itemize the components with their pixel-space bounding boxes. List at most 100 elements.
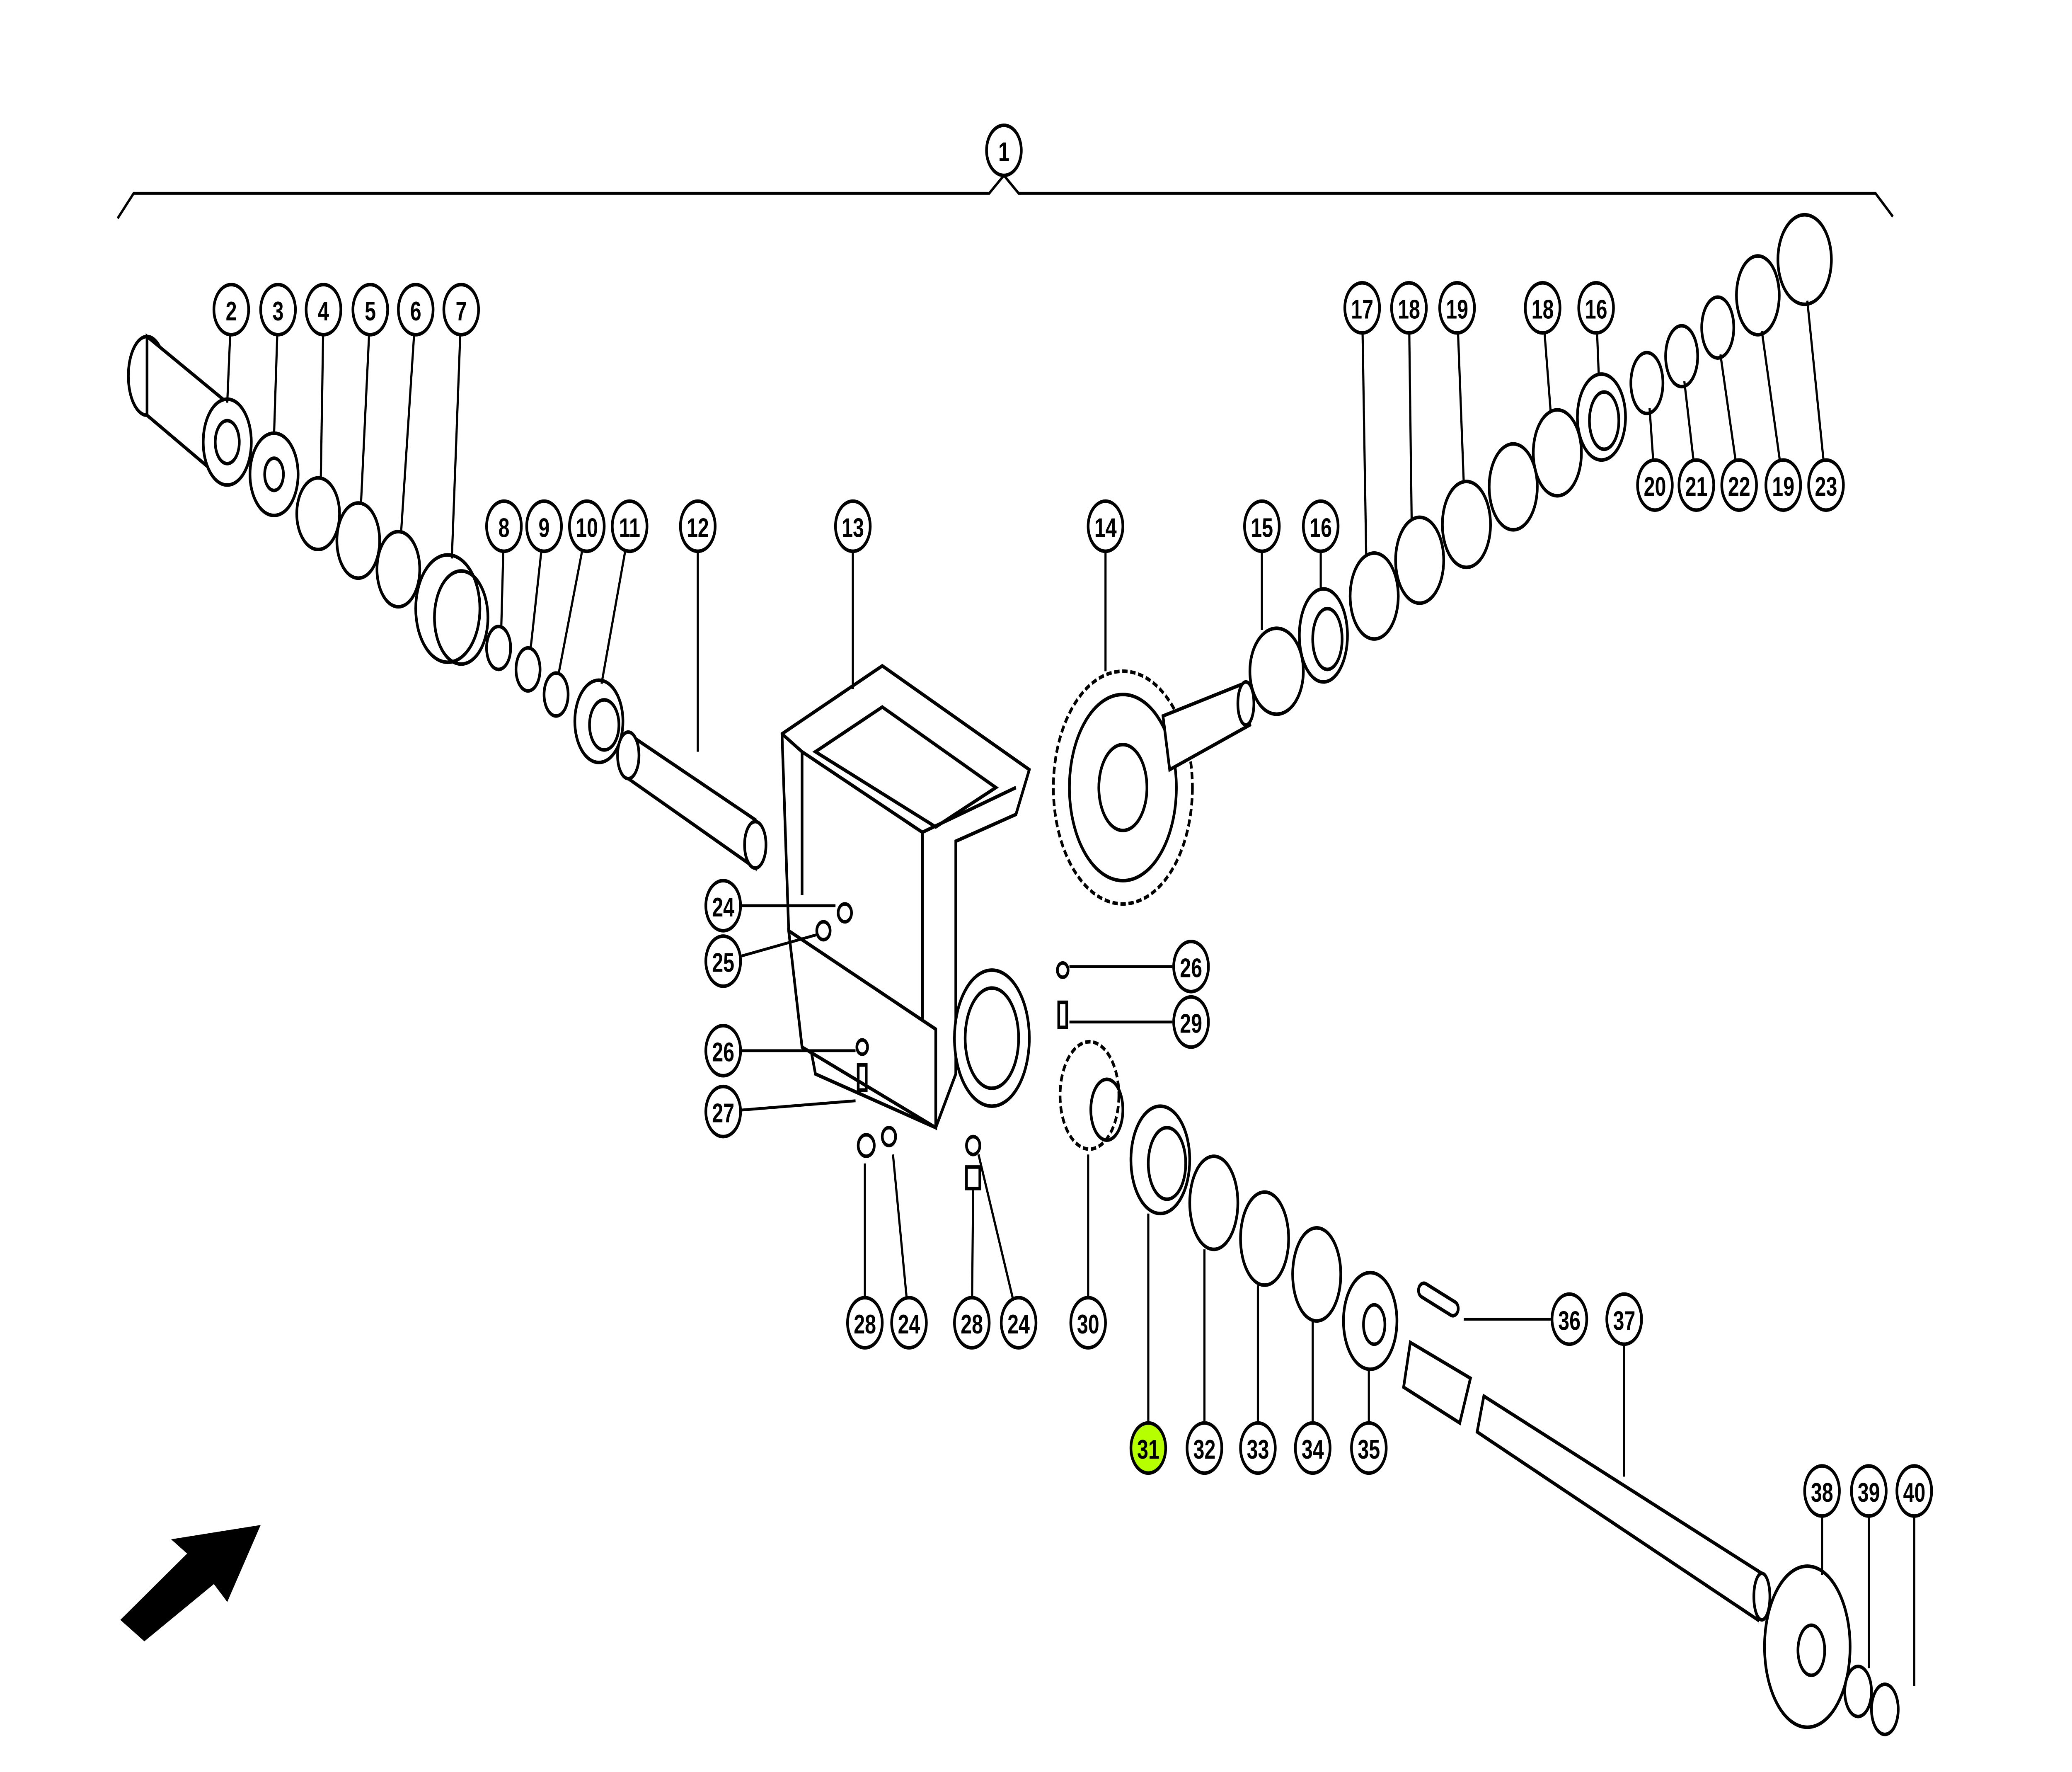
callout-23[interactable]: 23 bbox=[1807, 458, 1845, 512]
gearbox-housing bbox=[780, 664, 1031, 1131]
callout-18[interactable]: 18 bbox=[1524, 281, 1561, 335]
ring-33 bbox=[1239, 1190, 1290, 1287]
callout-label: 14 bbox=[1094, 513, 1117, 543]
callout-label: 30 bbox=[1077, 1309, 1099, 1340]
callout-circle bbox=[1438, 281, 1476, 335]
callout-8[interactable]: 8 bbox=[485, 499, 523, 553]
callout-2[interactable]: 2 bbox=[212, 283, 250, 337]
callout-label: 31 bbox=[1137, 1435, 1159, 1465]
callout-20[interactable]: 20 bbox=[1636, 458, 1674, 512]
callout-circle bbox=[1550, 1292, 1588, 1346]
callout-6[interactable]: 6 bbox=[397, 283, 435, 337]
callout-24[interactable]: 24 bbox=[1000, 1296, 1038, 1350]
callout-circle bbox=[846, 1296, 884, 1350]
callout-31[interactable]: 31 bbox=[1129, 1421, 1167, 1475]
callout-19[interactable]: 19 bbox=[1765, 458, 1802, 512]
callout-28[interactable]: 28 bbox=[846, 1296, 884, 1350]
crown-gear-14 bbox=[1052, 669, 1256, 906]
leader-line bbox=[1457, 332, 1465, 484]
callout-39[interactable]: 39 bbox=[1850, 1464, 1888, 1518]
callout-label: 4 bbox=[318, 296, 329, 327]
leader-line bbox=[450, 335, 462, 559]
key-36 bbox=[1417, 1281, 1460, 1318]
callout-label: 19 bbox=[1446, 295, 1468, 325]
callout-label: 11 bbox=[619, 513, 640, 543]
callout-5[interactable]: 5 bbox=[351, 283, 389, 337]
callout-9[interactable]: 9 bbox=[525, 499, 563, 553]
callout-label: 3 bbox=[273, 296, 284, 327]
callout-26[interactable]: 26 bbox=[704, 1024, 742, 1078]
callout-circle bbox=[1087, 499, 1124, 553]
callout-35[interactable]: 35 bbox=[1350, 1421, 1388, 1475]
callout-4[interactable]: 4 bbox=[305, 283, 342, 337]
callout-34[interactable]: 34 bbox=[1294, 1421, 1331, 1475]
callout-label: 24 bbox=[1007, 1309, 1030, 1340]
callout-12[interactable]: 12 bbox=[679, 499, 717, 553]
callout-circle bbox=[442, 283, 480, 337]
callout-16[interactable]: 16 bbox=[1577, 281, 1615, 335]
callout-circle bbox=[1720, 458, 1758, 512]
ring-5 bbox=[335, 501, 381, 580]
callout-30[interactable]: 30 bbox=[1069, 1296, 1107, 1350]
callout-37[interactable]: 37 bbox=[1605, 1292, 1643, 1346]
callout-1[interactable]: 1 bbox=[985, 123, 1023, 177]
callout-circle bbox=[305, 283, 342, 337]
bearing-31 bbox=[1129, 1104, 1191, 1216]
callout-32[interactable]: 32 bbox=[1186, 1421, 1223, 1475]
callout-21[interactable]: 21 bbox=[1677, 458, 1715, 512]
callout-label: 33 bbox=[1247, 1435, 1269, 1465]
callout-18[interactable]: 18 bbox=[1390, 281, 1428, 335]
leader-line bbox=[557, 550, 583, 674]
callout-19[interactable]: 19 bbox=[1438, 281, 1476, 335]
callout-7[interactable]: 7 bbox=[442, 283, 480, 337]
callout-circle bbox=[351, 283, 389, 337]
callout-24[interactable]: 24 bbox=[890, 1296, 928, 1350]
callout-label: 27 bbox=[712, 1098, 734, 1129]
callout-circle bbox=[397, 283, 435, 337]
leader-line bbox=[1596, 332, 1600, 376]
ring-21 bbox=[1664, 324, 1699, 389]
cap-23 bbox=[1777, 213, 1833, 306]
callout-circle bbox=[1765, 458, 1802, 512]
callout-label: 20 bbox=[1644, 472, 1666, 502]
callout-17[interactable]: 17 bbox=[1343, 281, 1381, 335]
callout-10[interactable]: 10 bbox=[568, 499, 606, 553]
callout-29[interactable]: 29 bbox=[1172, 995, 1210, 1049]
callout-22[interactable]: 22 bbox=[1720, 458, 1758, 512]
leader-line bbox=[741, 933, 818, 958]
callout-3[interactable]: 3 bbox=[259, 283, 297, 337]
callout-38[interactable]: 38 bbox=[1803, 1464, 1841, 1518]
callout-label: 16 bbox=[1310, 513, 1332, 543]
callout-14[interactable]: 14 bbox=[1087, 499, 1124, 553]
washer-3 bbox=[249, 431, 300, 517]
callout-28[interactable]: 28 bbox=[953, 1296, 991, 1350]
callout-24[interactable]: 24 bbox=[704, 879, 742, 933]
leader-line bbox=[400, 334, 415, 534]
leader-line bbox=[273, 335, 278, 435]
callout-40[interactable]: 40 bbox=[1895, 1464, 1933, 1518]
callout-36[interactable]: 36 bbox=[1550, 1292, 1588, 1346]
callout-15[interactable]: 15 bbox=[1243, 499, 1281, 553]
callout-25[interactable]: 25 bbox=[704, 934, 742, 988]
leader-line bbox=[600, 550, 627, 684]
callout-circle bbox=[1129, 1421, 1167, 1475]
callout-circle bbox=[1577, 281, 1615, 335]
callout-label: 36 bbox=[1558, 1306, 1581, 1336]
callout-16[interactable]: 16 bbox=[1302, 499, 1340, 553]
leader-line bbox=[1408, 333, 1413, 519]
callout-circle bbox=[611, 499, 649, 553]
callout-11[interactable]: 11 bbox=[611, 499, 649, 553]
ring-8 bbox=[485, 625, 512, 671]
callout-label: 21 bbox=[1685, 472, 1708, 502]
callout-circle bbox=[890, 1296, 928, 1350]
callout-circle bbox=[1390, 281, 1428, 335]
washer-35-bore bbox=[1362, 1303, 1387, 1346]
callout-label: 8 bbox=[499, 513, 510, 543]
flange-38 bbox=[1763, 1564, 1852, 1729]
callout-label: 18 bbox=[1398, 295, 1420, 325]
callout-26[interactable]: 26 bbox=[1172, 940, 1210, 994]
leader-line bbox=[500, 551, 505, 627]
callout-13[interactable]: 13 bbox=[834, 499, 872, 553]
callout-33[interactable]: 33 bbox=[1239, 1421, 1277, 1475]
callout-27[interactable]: 27 bbox=[704, 1084, 742, 1139]
